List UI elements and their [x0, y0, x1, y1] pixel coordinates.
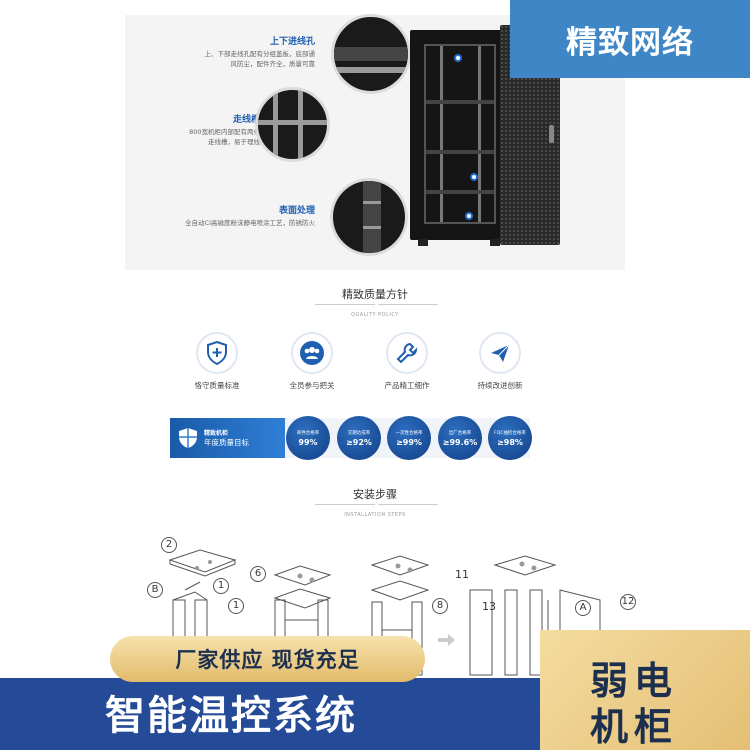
zoom-surface-image — [330, 178, 408, 256]
product-type-line1: 弱电 — [590, 659, 679, 703]
metric-badge: 交期达成率 ≥92% — [337, 416, 381, 460]
cabinet-image — [410, 30, 510, 246]
feature-cable-holes: 上下进线孔 上、下部走线孔配有分组盖板，底部通 风防尘，配件齐全，质量可靠 — [145, 34, 316, 69]
policy-standard: 恪守质量标准 — [177, 332, 257, 391]
feature-desc: 上、下部走线孔配有分组盖板，底部通 风防尘，配件齐全，质量可靠 — [204, 50, 316, 68]
step-label: A — [575, 600, 591, 616]
policy-label: 产品精工细作 — [384, 381, 430, 390]
zoom-cable-holes-image — [331, 14, 411, 94]
supply-pill: 厂家供应 现货充足 — [110, 636, 425, 682]
policy-craftsmanship: 产品精工细作 — [367, 332, 447, 391]
step-label: 1 — [228, 598, 244, 614]
metric-badge: 一次性合格率 ≥99% — [387, 416, 431, 460]
step-label: 13 — [482, 600, 496, 613]
annual-goal-banner: 精致机柜 年度质量目标 — [170, 418, 285, 458]
divider — [315, 504, 375, 505]
shield-plus-icon — [207, 341, 227, 365]
step-label: 12 — [620, 594, 636, 610]
product-type-box: 弱电 机柜 — [540, 630, 750, 750]
paper-plane-icon — [491, 344, 510, 362]
quality-title: 精致质量方针 — [342, 288, 408, 301]
policy-label: 恪守质量标准 — [194, 381, 240, 390]
metric-badge: 商件合格率 99% — [286, 416, 330, 460]
bottom-title: 智能温控系统 — [105, 693, 357, 739]
feature-surface: 表面处理 全自动CI高磁度粉沫静电喷涂工艺，防锈防火 — [145, 203, 315, 228]
hotspot-marker — [465, 212, 473, 220]
metric-badge: FQC抽检合格率 ≥98% — [488, 416, 532, 460]
feature-title: 走线槽 — [232, 115, 260, 125]
hotspot-marker — [470, 173, 478, 181]
zoom-cable-tray-image — [255, 87, 330, 162]
feature-cable-tray: 走线槽 800宽机柜内部配有两条 走线槽，易于理线 — [90, 112, 260, 147]
goal-label: 年度质量目标 — [204, 438, 249, 447]
metric-badge: 出厂合格率 ≥99.6% — [438, 416, 482, 460]
step-label: 11 — [455, 568, 469, 581]
step-label: 1 — [213, 578, 229, 594]
policy-innovation: 持续改进创新 — [460, 332, 540, 391]
install-subtitle: INSTALLATION STEPS — [344, 512, 406, 518]
brand-name: 精致网络 — [566, 24, 694, 61]
divider — [315, 304, 375, 305]
policy-label: 持续改进创新 — [477, 381, 523, 390]
step-label: 6 — [250, 566, 266, 582]
group-people-icon — [300, 341, 324, 365]
feature-title: 上下进线孔 — [269, 37, 315, 47]
policy-participation: 全员参与把关 — [272, 332, 352, 391]
install-title: 安装步骤 — [353, 488, 397, 501]
hotspot-marker — [454, 54, 462, 62]
step-label: 8 — [432, 598, 448, 614]
brand-banner: 精致网络 — [510, 0, 750, 78]
quality-subtitle: QUALITY POLICY — [351, 312, 399, 318]
policy-label: 全员参与把关 — [289, 381, 335, 390]
feature-desc: 800宽机柜内部配有两条 走线槽，易于理线 — [189, 128, 260, 146]
divider — [378, 304, 438, 305]
shield-icon — [179, 428, 197, 448]
wrench-icon — [396, 342, 418, 364]
goal-brand: 精致机柜 — [204, 430, 229, 437]
product-type-line2: 机柜 — [590, 705, 679, 749]
divider — [378, 504, 438, 505]
step-label: 2 — [161, 537, 177, 553]
step-label: B — [147, 582, 163, 598]
feature-title: 表面处理 — [278, 206, 315, 216]
feature-desc: 全自动CI高磁度粉沫静电喷涂工艺，防锈防火 — [185, 219, 315, 227]
supply-pill-text: 厂家供应 现货充足 — [175, 648, 360, 672]
